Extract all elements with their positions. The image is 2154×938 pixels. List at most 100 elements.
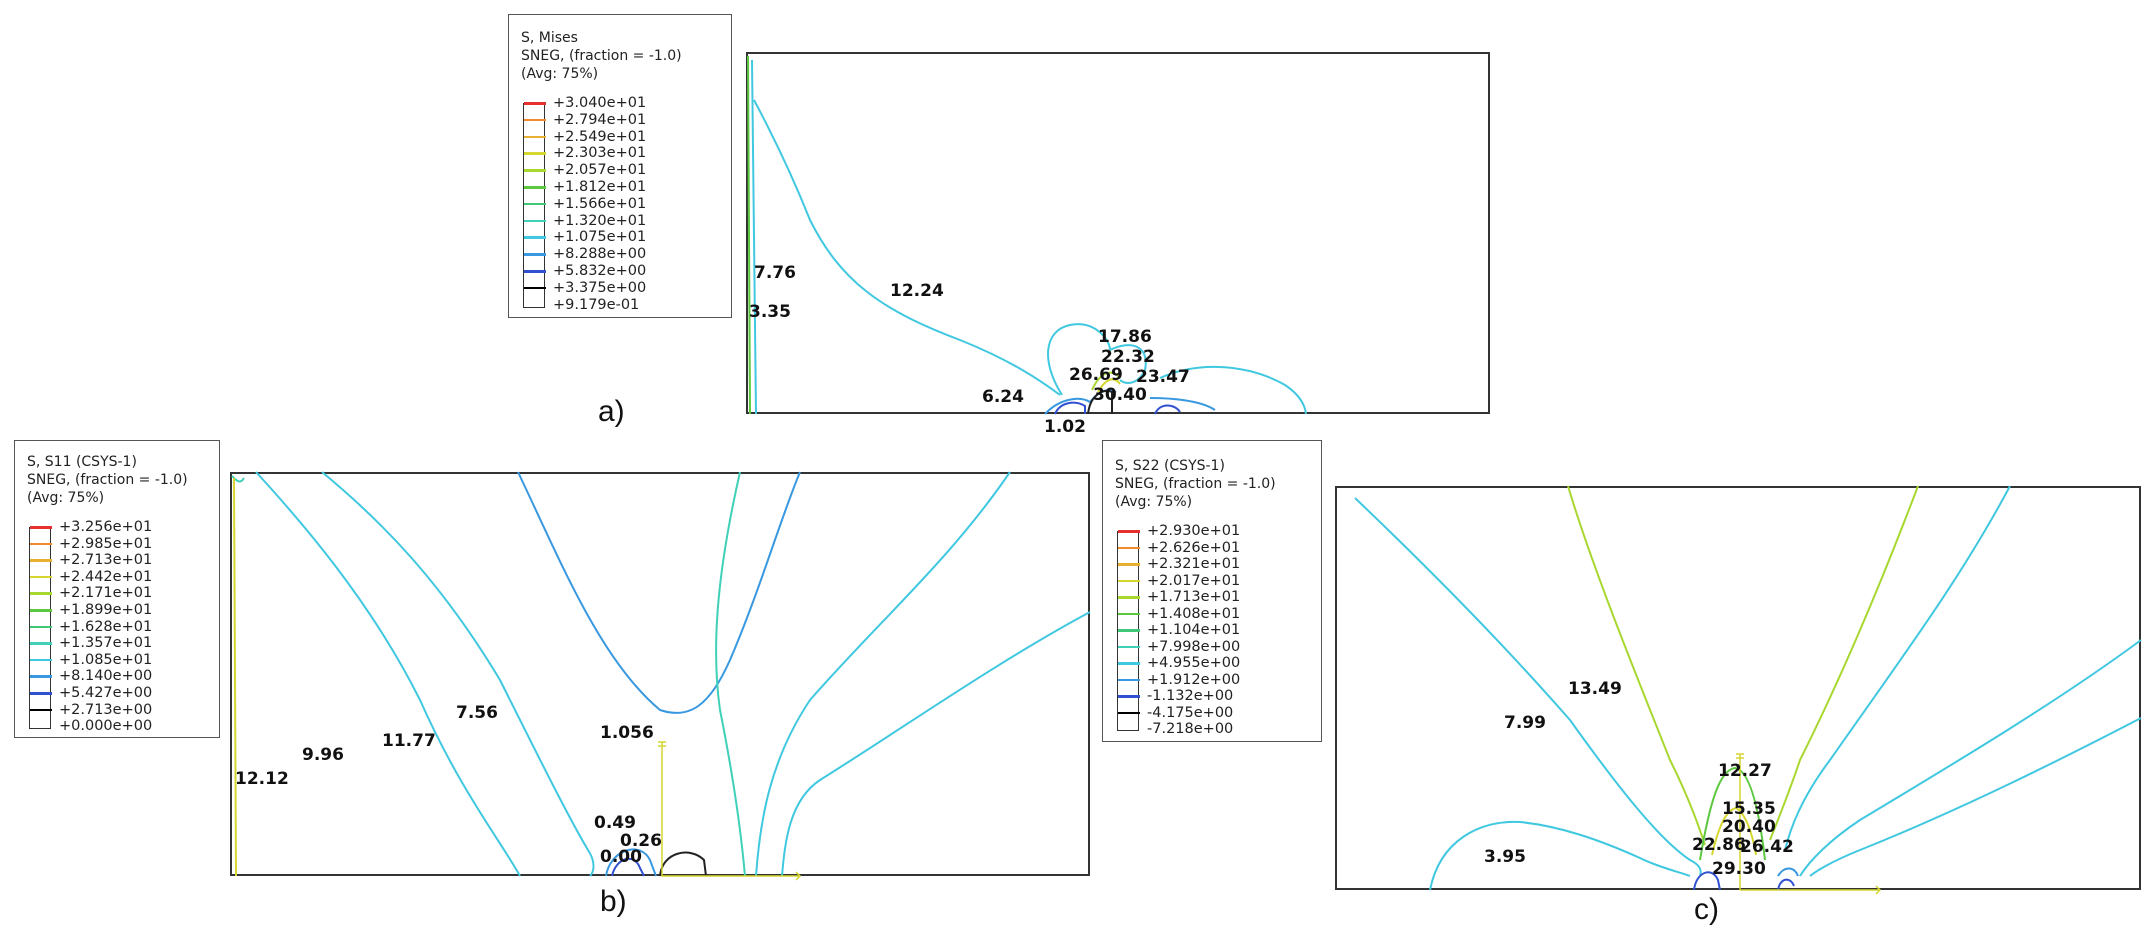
legend-value: +2.626e+01 (1118, 540, 1240, 556)
contour-line (1109, 344, 1147, 384)
contour-line (1149, 397, 1216, 411)
legend-mises: S, Mises SNEG, (fraction = -1.0) (Avg: 7… (508, 14, 732, 318)
contour-label: 15.35 (1722, 799, 1776, 819)
caption-a: a) (598, 395, 625, 428)
legend-value: +9.179e-01 (553, 296, 640, 313)
legend-value: +7.998e+00 (1118, 639, 1240, 655)
contour-label: 23.47 (1136, 367, 1190, 387)
contour-label: 1.02 (1044, 417, 1086, 437)
legend-value: +2.794e+01 (524, 112, 646, 128)
contour-line (1429, 820, 1691, 891)
contour-line (517, 471, 801, 714)
contour-line (1799, 639, 2142, 877)
legend-value: +4.955e+00 (1118, 655, 1240, 671)
contour-line (1784, 485, 2011, 851)
legend-subtitle: SNEG, (fraction = -1.0) (521, 48, 682, 64)
legend-value: +8.140e+00 (30, 668, 152, 684)
legend-s11: S, S11 (CSYS-1) SNEG, (fraction = -1.0) … (14, 440, 220, 738)
legend-value: +1.085e+01 (30, 652, 152, 668)
contour-line (1777, 867, 1799, 877)
legend-swatch (30, 708, 52, 712)
legend-swatch (524, 219, 546, 223)
legend-value: +0.000e+00 (59, 718, 153, 735)
contour-label: 0.49 (594, 813, 636, 833)
legend-swatch (1118, 695, 1140, 698)
contour-line (755, 471, 1011, 877)
contour-label: 30.40 (1093, 385, 1147, 405)
panel-c-labels: 13.49 7.99 3.95 12.27 15.35 20.40 22.86 … (1484, 679, 1794, 879)
legend-swatch (1118, 629, 1140, 632)
contour-line (715, 471, 746, 877)
contour-label: 0.26 (620, 831, 662, 851)
contour-line (1699, 766, 1766, 861)
contour-line (659, 851, 707, 877)
legend-value: -4.175e+00 (1118, 705, 1233, 721)
contour-line (231, 475, 245, 483)
contour-label: 13.49 (1568, 679, 1622, 699)
legend-value: +5.427e+00 (30, 685, 152, 701)
legend-swatch (30, 675, 52, 678)
legend-title: S, Mises (521, 30, 578, 46)
legend-swatch (30, 642, 52, 645)
legend-swatch (30, 526, 52, 529)
legend-value: +1.104e+01 (1118, 622, 1240, 638)
legend-swatch (30, 692, 52, 695)
contour-label: 26.42 (1740, 837, 1794, 857)
panel-a-contours (747, 55, 1307, 415)
legend-swatch (30, 559, 52, 562)
panel-a-plot (746, 52, 1490, 414)
contour-label: 22.86 (1692, 835, 1746, 855)
contour-line (255, 471, 521, 877)
legend-value: +2.985e+01 (30, 536, 152, 552)
contour-line (1567, 485, 1706, 846)
legend-averaging: (Avg: 75%) (1115, 494, 1193, 510)
panel-a-labels: 7.76 3.35 12.24 17.86 22.32 26.69 23.47 … (749, 263, 1190, 437)
contour-line (611, 857, 645, 877)
legend-swatch (524, 286, 546, 290)
legend-value: +2.171e+01 (30, 585, 152, 601)
legend-value: +3.040e+01 (524, 95, 646, 111)
legend-swatch (1118, 546, 1140, 549)
contour-line (751, 59, 757, 415)
legend-swatch (1118, 711, 1140, 714)
contour-line (233, 477, 237, 877)
legend-swatch (524, 253, 546, 256)
legend-swatch (524, 186, 546, 189)
contour-label: 22.32 (1101, 347, 1155, 367)
contour-label: 17.86 (1098, 327, 1152, 347)
legend-value: -7.218e+00 (1147, 721, 1234, 737)
contour-label: 26.69 (1069, 365, 1123, 385)
axes-triad-c (1736, 753, 1882, 895)
legend-value: +2.713e+00 (30, 702, 152, 718)
contour-line (605, 848, 657, 877)
caption-c: c) (1694, 893, 1719, 926)
contour-line (1711, 806, 1757, 856)
panel-c-contours (1354, 485, 2142, 891)
legend-value: +3.256e+01 (30, 519, 152, 535)
contour-label: 7.76 (754, 263, 796, 283)
legend-subtitle: SNEG, (fraction = -1.0) (27, 472, 188, 488)
contour-label: 29.30 (1712, 859, 1766, 879)
legend-value: +8.288e+00 (524, 246, 646, 262)
contour-label: 7.56 (456, 703, 498, 723)
legend-swatch (524, 236, 546, 239)
legend-swatch (1118, 612, 1140, 615)
contour-line (781, 611, 1091, 877)
contour-line (1047, 323, 1111, 396)
legend-value: -1.132e+00 (1118, 688, 1233, 704)
contour-label: 12.24 (890, 281, 944, 301)
legend-value: +3.375e+00 (524, 280, 646, 296)
contour-line (1097, 378, 1121, 393)
legend-swatch (524, 118, 546, 122)
contour-label: 20.40 (1722, 817, 1776, 837)
contour-label: 1.056 (600, 723, 654, 743)
legend-value: +1.566e+01 (524, 196, 646, 212)
contour-label: 3.35 (749, 302, 791, 322)
legend-swatch (1118, 678, 1140, 681)
legend-value: +1.812e+01 (524, 179, 646, 195)
legend-swatch (30, 625, 52, 629)
legend-value: +2.017e+01 (1118, 573, 1240, 589)
contour-label: 12.12 (235, 769, 289, 789)
legend-value: +2.057e+01 (524, 162, 646, 178)
